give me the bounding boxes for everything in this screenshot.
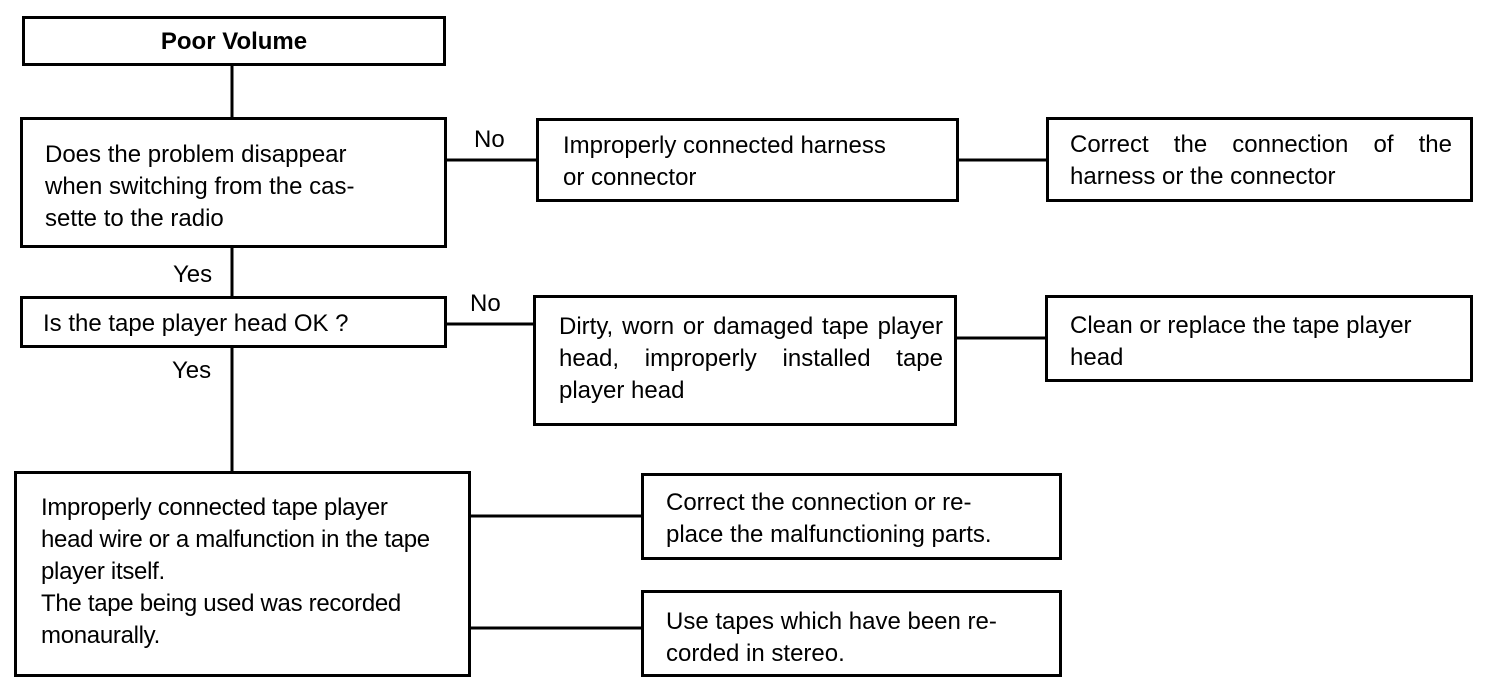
title-box: Poor Volume — [22, 16, 446, 66]
q2-yes-label: Yes — [172, 357, 212, 384]
q1-no-label: No — [474, 126, 505, 153]
cause-2-text: Dirty, worn or damaged tape player head,… — [559, 313, 943, 404]
cause-1-box: Improperly connected harness or connecto… — [536, 118, 959, 202]
title-text: Poor Volume — [160, 28, 308, 55]
remedy-4-box: Use tapes which have been re- corded in … — [641, 590, 1062, 677]
remedy-1-text: Correct the connection of the harness or… — [1070, 131, 1452, 190]
final-cause-box: Improperly connected tape player head wi… — [14, 471, 471, 677]
remedy-2-box: Clean or replace the tape player head — [1045, 295, 1473, 382]
q2-no-label: No — [470, 290, 501, 317]
final-cause-text: Improperly connected tape player head wi… — [41, 494, 430, 649]
question-2-text: Is the tape player head OK ? — [43, 310, 349, 337]
question-1-text: Does the problem disappear when switchin… — [45, 141, 355, 232]
cause-1-text: Improperly connected harness or connecto… — [563, 132, 886, 191]
remedy-4-text: Use tapes which have been re- corded in … — [666, 608, 997, 667]
question-2-box: Is the tape player head OK ? — [20, 296, 447, 348]
remedy-2-text: Clean or replace the tape player head — [1070, 312, 1412, 371]
cause-2-box: Dirty, worn or damaged tape player head,… — [533, 295, 957, 426]
remedy-1-box: Correct the connection of the harness or… — [1046, 117, 1473, 202]
q1-yes-label: Yes — [173, 261, 213, 288]
remedy-3-box: Correct the connection or re- place the … — [641, 473, 1062, 560]
remedy-3-text: Correct the connection or re- place the … — [666, 489, 992, 548]
question-1-box: Does the problem disappear when switchin… — [20, 117, 447, 248]
